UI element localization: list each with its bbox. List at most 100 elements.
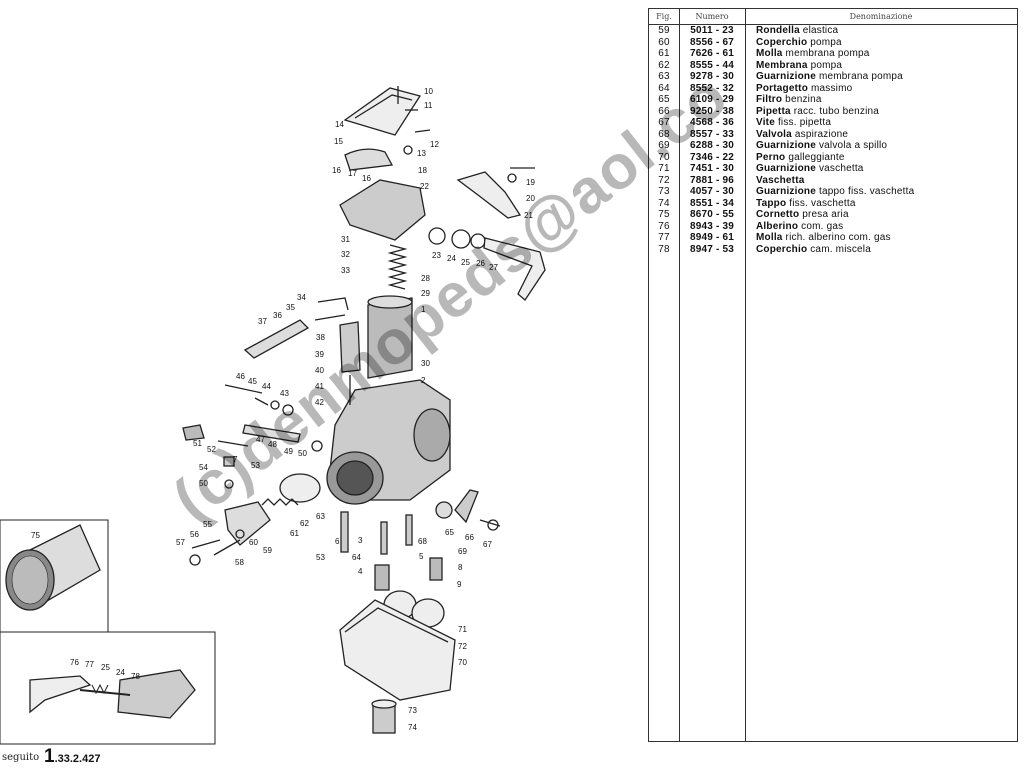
inset-box-gas-shaft: [0, 631, 216, 745]
cell-fig: 78: [658, 243, 670, 255]
callout-number: 27: [489, 263, 498, 272]
callout-number: 15: [334, 137, 343, 146]
cell-denominazione: Guarnizione membrana pompa: [745, 71, 1017, 83]
callout-number: 53: [316, 553, 325, 562]
cell-denominazione-bold: Molla: [756, 232, 783, 243]
cell-denominazione: Perno galleggiante: [745, 152, 1017, 164]
cell-denominazione-bold: Portagetto: [756, 82, 808, 94]
table-header: Fig. Numero Denominazione: [649, 9, 1017, 25]
callout-number: 34: [297, 293, 306, 302]
callout-number: 33: [341, 266, 350, 275]
cell-numero: 7451 - 30: [689, 163, 735, 174]
cell-denominazione-rest: presa aria: [799, 209, 849, 220]
cell-numero: 6109 - 29: [689, 94, 735, 105]
cell-denominazione: Guarnizione valvola a spillo: [745, 140, 1017, 152]
cell-fig: 60: [658, 36, 670, 48]
cell-fig: 59: [658, 25, 670, 36]
callout-number: 4: [358, 567, 363, 576]
cell-denominazione-bold: Tappo: [756, 197, 787, 209]
cell-denominazione-rest: benzina: [782, 94, 822, 105]
table-row: 61 7626 - 61 Molla membrana pompa: [649, 48, 1017, 60]
cell-fig: 68: [658, 128, 670, 140]
callout-number: 61: [290, 529, 299, 538]
cell-denominazione: Pipetta racc. tubo benzina: [745, 106, 1017, 118]
cell-denominazione-rest: fiss. pipetta: [774, 117, 832, 128]
callout-number: 57: [176, 538, 185, 547]
callout-number: 6: [335, 537, 340, 546]
cell-denominazione-bold: Guarnizione: [756, 186, 816, 197]
cell-denominazione-bold: Guarnizione: [756, 71, 816, 82]
callout-number: 47: [256, 435, 265, 444]
cell-denominazione-rest: elastica: [799, 25, 839, 36]
callout-number: 29: [421, 289, 430, 298]
cell-fig: 64: [658, 82, 670, 94]
callout-number: 65: [445, 528, 454, 537]
cell-numero: 8555 - 44: [689, 59, 735, 71]
callout-number: 13: [417, 149, 426, 158]
cell-denominazione: Molla rich. alberino com. gas: [745, 232, 1017, 244]
cell-denominazione-rest: racc. tubo benzina: [790, 105, 880, 117]
callout-number: 45: [248, 377, 257, 386]
cell-denominazione-rest: cam. miscela: [807, 243, 871, 255]
carburetor-exploded-diagram: 1011121314151617161819202122232425262728…: [0, 86, 546, 745]
cell-fig: 61: [658, 48, 670, 59]
callout-number: 46: [236, 372, 245, 381]
callout-number: 36: [273, 311, 282, 320]
cell-numero: 9250 - 38: [689, 105, 735, 117]
cell-fig: 73: [658, 186, 670, 197]
callout-number: 66: [465, 533, 474, 542]
footer-code-big: 1: [44, 746, 55, 767]
callout-number: 2: [421, 376, 426, 385]
callout-number: 78: [131, 672, 140, 681]
cell-denominazione-rest: galleggiante: [785, 151, 845, 163]
callout-number: 28: [421, 274, 430, 283]
cell-denominazione: Molla membrana pompa: [745, 48, 1017, 60]
cell-numero: 4568 - 36: [689, 117, 735, 128]
cell-denominazione-rest: rich. alberino com. gas: [782, 232, 891, 243]
cell-fig: 67: [658, 117, 670, 128]
cell-denominazione: Guarnizione vaschetta: [745, 163, 1017, 175]
cell-denominazione-rest: fiss. vaschetta: [786, 197, 856, 209]
callout-number: 9: [457, 580, 462, 589]
callout-number: 50: [199, 479, 208, 488]
callout-number: 53: [251, 461, 260, 470]
callout-number: 14: [335, 120, 344, 129]
cell-denominazione-bold: Alberino: [756, 220, 799, 232]
header-denominazione: Denominazione: [849, 12, 913, 21]
cell-denominazione-rest: pompa: [807, 59, 843, 71]
callout-number: 69: [458, 547, 467, 556]
cell-numero: 5011 - 23: [690, 25, 734, 36]
callout-number: 41: [315, 382, 324, 391]
cell-numero: 8557 - 33: [689, 128, 735, 140]
callout-number: 64: [352, 553, 361, 562]
cell-denominazione-bold: Filtro: [756, 94, 783, 105]
footer-page-code: 1.33.2.427: [44, 746, 100, 768]
callout-number: 11: [424, 101, 433, 110]
callout-number: 5: [419, 552, 424, 561]
callout-number: 26: [476, 259, 485, 268]
cell-numero: 7881 - 96: [689, 174, 735, 186]
cell-denominazione-rest: membrana pompa: [815, 71, 903, 82]
cell-denominazione-bold: Guarnizione: [756, 163, 816, 174]
callout-number: 67: [483, 540, 492, 549]
cell-denominazione-rest: membrana pompa: [782, 48, 870, 59]
callout-number: 40: [315, 366, 324, 375]
callout-number: 8: [458, 563, 463, 572]
callout-number: 42: [315, 398, 324, 407]
cell-fig: 75: [658, 209, 670, 220]
cell-numero: 7626 - 61: [689, 48, 735, 59]
cell-numero: 8943 - 39: [689, 220, 735, 232]
callout-number: 35: [286, 303, 295, 312]
cell-numero: 8949 - 61: [689, 232, 735, 243]
callout-number: 54: [199, 463, 208, 472]
callout-number: 58: [235, 558, 244, 567]
cell-fig: 74: [658, 197, 670, 209]
